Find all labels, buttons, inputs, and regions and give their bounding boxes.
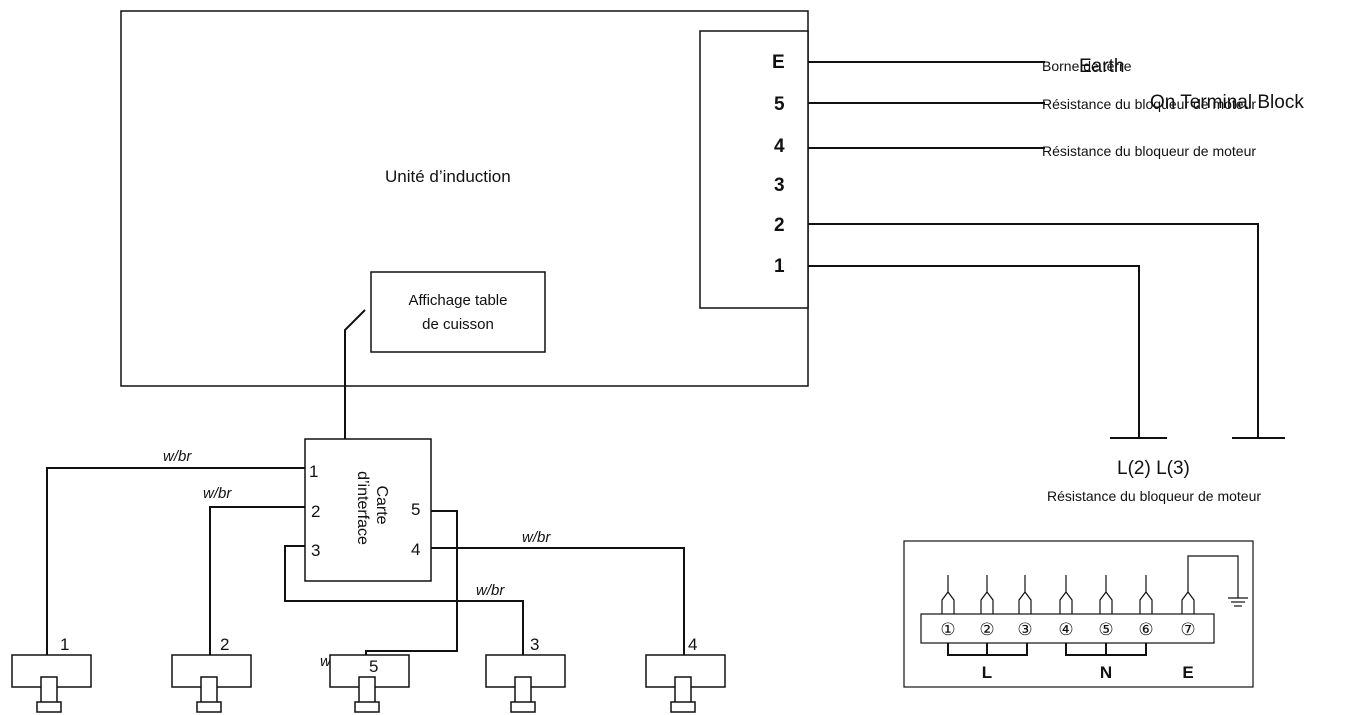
connector-4	[1059, 575, 1073, 614]
terminal-strip-box	[699, 30, 809, 309]
wire-label-coil-2: w/br	[203, 485, 232, 502]
card-pin-4: 4	[411, 540, 420, 559]
coil-4: 4	[645, 635, 726, 713]
wire-coil-4	[431, 547, 685, 655]
earth-wire	[1187, 555, 1239, 598]
interface-card-box	[304, 438, 432, 582]
group-e-label: E	[1182, 663, 1193, 682]
ground-icon	[1228, 597, 1248, 607]
coil-5-label: 5	[369, 657, 378, 676]
tb-number-1: ①	[940, 620, 955, 639]
display-line-1: Affichage table	[409, 292, 508, 309]
coil-5: 5	[329, 654, 410, 713]
resistance-4-label: Résistance du bloqueur de moteur	[1042, 143, 1256, 159]
terminal-label-e: E	[772, 52, 785, 73]
wire-display-to-card	[344, 309, 366, 439]
tb-number-2: ②	[979, 620, 994, 639]
wire-terminal-1	[808, 265, 1140, 437]
card-pin-5: 5	[411, 500, 420, 519]
connector-6	[1139, 575, 1153, 614]
tb-number-5: ⑤	[1098, 620, 1113, 639]
wire-coil-5	[365, 510, 458, 655]
terminal-label-2: 2	[774, 215, 785, 236]
group-l-label: L	[982, 663, 992, 682]
resistance-5-label: Résistance du bloqueur de moteur	[1042, 96, 1256, 112]
terminal-label-3: 3	[774, 175, 785, 196]
supply-caption: Résistance du bloqueur de moteur	[1047, 488, 1261, 504]
earth-label: Earth	[1079, 56, 1124, 77]
supply-label: L(2) L(3)	[1117, 458, 1190, 479]
connector-3	[1018, 575, 1032, 614]
connector-1	[941, 575, 955, 614]
terminal-block-frame	[903, 540, 1254, 688]
cooktop-display-box	[370, 271, 546, 353]
card-pin-3: 3	[311, 541, 320, 560]
tb-number-3: ③	[1017, 620, 1032, 639]
terminal-block-inset: ① ② ③ ④ ⑤ ⑥ ⑦ L N E	[903, 540, 1254, 688]
card-pin-1: 1	[309, 462, 318, 481]
tb-number-7: ⑦	[1180, 620, 1195, 639]
coil-4-label: 4	[688, 635, 697, 654]
card-pin-2: 2	[311, 502, 320, 521]
wire-label-coil-3: w/br	[476, 582, 505, 599]
coil-1: 1	[11, 635, 92, 713]
on-terminal-block-label: On Terminal Block	[1150, 92, 1304, 113]
connector-7	[1181, 575, 1195, 614]
coil-1-label: 1	[60, 635, 69, 654]
display-line-2: de cuisson	[422, 316, 494, 333]
wire-terminal-2	[808, 223, 1259, 437]
group-n-label: N	[1100, 663, 1112, 682]
interface-card-line-1: Carte	[373, 485, 390, 524]
induction-unit-label: Unité d’induction	[385, 167, 511, 186]
interface-card-line-2: d’interface	[354, 471, 371, 545]
earth-fr-label: Borne de terre	[1042, 58, 1132, 74]
wire-label-coil-1: w/br	[163, 448, 192, 465]
wire-label-coil-4: w/br	[522, 529, 551, 546]
coil-3: 3	[485, 635, 566, 713]
terminal-label-1: 1	[774, 256, 785, 277]
terminal-label-4: 4	[774, 136, 785, 157]
wire-coil-3	[284, 545, 524, 655]
connector-2	[980, 575, 994, 614]
tb-number-6: ⑥	[1138, 620, 1153, 639]
connector-5	[1099, 575, 1113, 614]
tb-number-4: ④	[1058, 620, 1073, 639]
terminal-block-strip	[920, 613, 1215, 644]
coil-2: 2	[171, 635, 252, 713]
terminal-label-5: 5	[774, 94, 785, 115]
wire-coil-1	[46, 467, 305, 655]
coil-3-label: 3	[530, 635, 539, 654]
wire-coil-2	[209, 506, 305, 655]
coil-2-label: 2	[220, 635, 229, 654]
